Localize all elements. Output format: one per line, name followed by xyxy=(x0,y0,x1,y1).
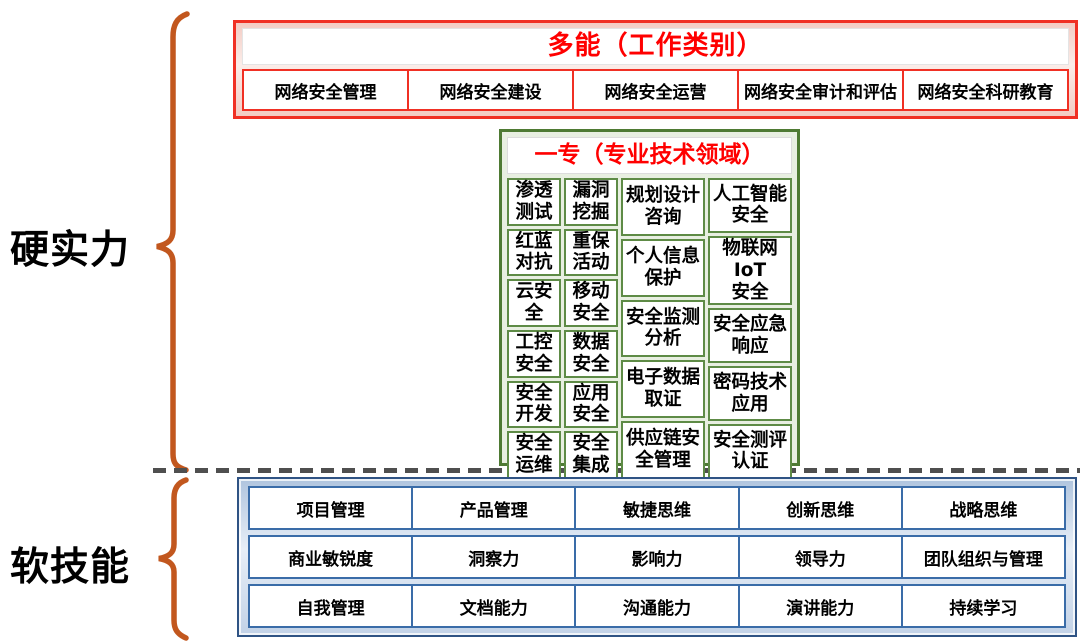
specialty-column: 规划设计 咨询 个人信息 保护 安全监测 分析 电子数据 取证 供应链安 全管理 xyxy=(621,178,705,479)
specialty-domains-grid: 渗透 测试 红蓝 对抗 云安 全 工控 安全 安全 开发 安全 运维 漏洞 挖掘… xyxy=(507,178,792,479)
soft-skill-cell: 持续学习 xyxy=(900,586,1064,626)
specialty-cell: 安全测评 认证 xyxy=(708,424,792,479)
work-categories-box: 多能（工作类别） 网络安全管理 网络安全建设 网络安全运营 网络安全审计和评估 … xyxy=(233,20,1078,119)
specialty-domains-box: 一专（专业技术领域） 渗透 测试 红蓝 对抗 云安 全 工控 安全 安全 开发 … xyxy=(499,129,800,479)
specialty-cell: 重保 活动 xyxy=(564,228,618,277)
soft-skills-box: 项目管理 产品管理 敏捷思维 创新思维 战略思维 商业敏锐度 洞察力 影响力 领… xyxy=(237,477,1077,637)
specialty-cell: 安全 运维 xyxy=(507,431,561,479)
specialty-cell: 安全监测 分析 xyxy=(621,299,705,358)
soft-skill-cell: 洞察力 xyxy=(411,537,574,577)
soft-skills-row: 自我管理 文档能力 沟通能力 演讲能力 持续学习 xyxy=(248,584,1066,628)
section-label-hard-skills: 硬实力 xyxy=(9,228,130,273)
specialty-column: 漏洞 挖掘 重保 活动 移动 安全 数据 安全 应用 安全 安全 集成 xyxy=(564,178,618,479)
soft-skills-row: 商业敏锐度 洞察力 影响力 领导力 团队组织与管理 xyxy=(248,535,1066,579)
soft-skill-cell: 团队组织与管理 xyxy=(900,537,1064,577)
specialty-cell: 漏洞 挖掘 xyxy=(564,178,618,226)
soft-skill-cell: 项目管理 xyxy=(296,500,365,521)
specialty-cell: 密码技术 应用 xyxy=(708,366,792,422)
specialty-cell: 人工智能 安全 xyxy=(708,178,792,233)
specialty-column: 渗透 测试 红蓝 对抗 云安 全 工控 安全 安全 开发 安全 运维 xyxy=(507,178,561,479)
hard-skills-brace-icon xyxy=(156,11,190,473)
soft-skill-cell: 敏捷思维 xyxy=(574,488,737,528)
work-category-cell: 网络安全管理 xyxy=(274,82,377,103)
soft-skill-cell: 沟通能力 xyxy=(574,586,737,626)
soft-skill-cell: 战略思维 xyxy=(900,488,1064,528)
specialty-cell: 物联网IoT 安全 xyxy=(708,235,792,306)
specialty-cell: 电子数据 取证 xyxy=(621,360,705,419)
specialty-cell: 安全 开发 xyxy=(507,380,561,429)
specialty-domains-title: 一专（专业技术领域） xyxy=(507,137,792,174)
soft-skills-row: 项目管理 产品管理 敏捷思维 创新思维 战略思维 xyxy=(248,486,1066,530)
specialty-cell: 渗透 测试 xyxy=(507,178,561,226)
soft-skill-cell: 影响力 xyxy=(574,537,737,577)
specialty-cell: 安全应急 响应 xyxy=(708,308,792,364)
soft-skill-cell: 自我管理 xyxy=(296,598,365,619)
specialty-cell: 供应链安 全管理 xyxy=(621,421,705,479)
soft-skill-cell: 创新思维 xyxy=(737,488,901,528)
work-category-cell: 网络安全审计和评估 xyxy=(737,71,902,109)
soft-skill-cell: 商业敏锐度 xyxy=(288,549,374,570)
soft-skill-cell: 演讲能力 xyxy=(737,586,901,626)
soft-skill-cell: 领导力 xyxy=(737,537,901,577)
specialty-cell: 应用 安全 xyxy=(564,380,618,429)
work-category-cell: 网络安全科研教育 xyxy=(902,71,1067,109)
specialty-column: 人工智能 安全 物联网IoT 安全 安全应急 响应 密码技术 应用 安全测评 认… xyxy=(708,178,792,479)
specialty-cell: 安全 集成 xyxy=(564,431,618,479)
specialty-cell: 规划设计 咨询 xyxy=(621,178,705,236)
soft-skill-cell: 产品管理 xyxy=(411,488,574,528)
specialty-cell: 云安 全 xyxy=(507,279,561,327)
section-label-soft-skills: 软技能 xyxy=(9,545,130,590)
work-categories-title: 多能（工作类别） xyxy=(242,28,1069,65)
specialty-cell: 工控 安全 xyxy=(507,329,561,378)
specialty-cell: 红蓝 对抗 xyxy=(507,228,561,277)
work-categories-row: 网络安全管理 网络安全建设 网络安全运营 网络安全审计和评估 网络安全科研教育 xyxy=(242,69,1069,111)
soft-skill-cell: 文档能力 xyxy=(411,586,574,626)
work-category-cell: 网络安全建设 xyxy=(407,71,572,109)
specialty-cell: 个人信息 保护 xyxy=(621,238,705,297)
specialty-cell: 数据 安全 xyxy=(564,329,618,378)
work-category-cell: 网络安全运营 xyxy=(572,71,737,109)
soft-skills-brace-icon xyxy=(158,477,189,641)
specialty-cell: 移动 安全 xyxy=(564,279,618,327)
